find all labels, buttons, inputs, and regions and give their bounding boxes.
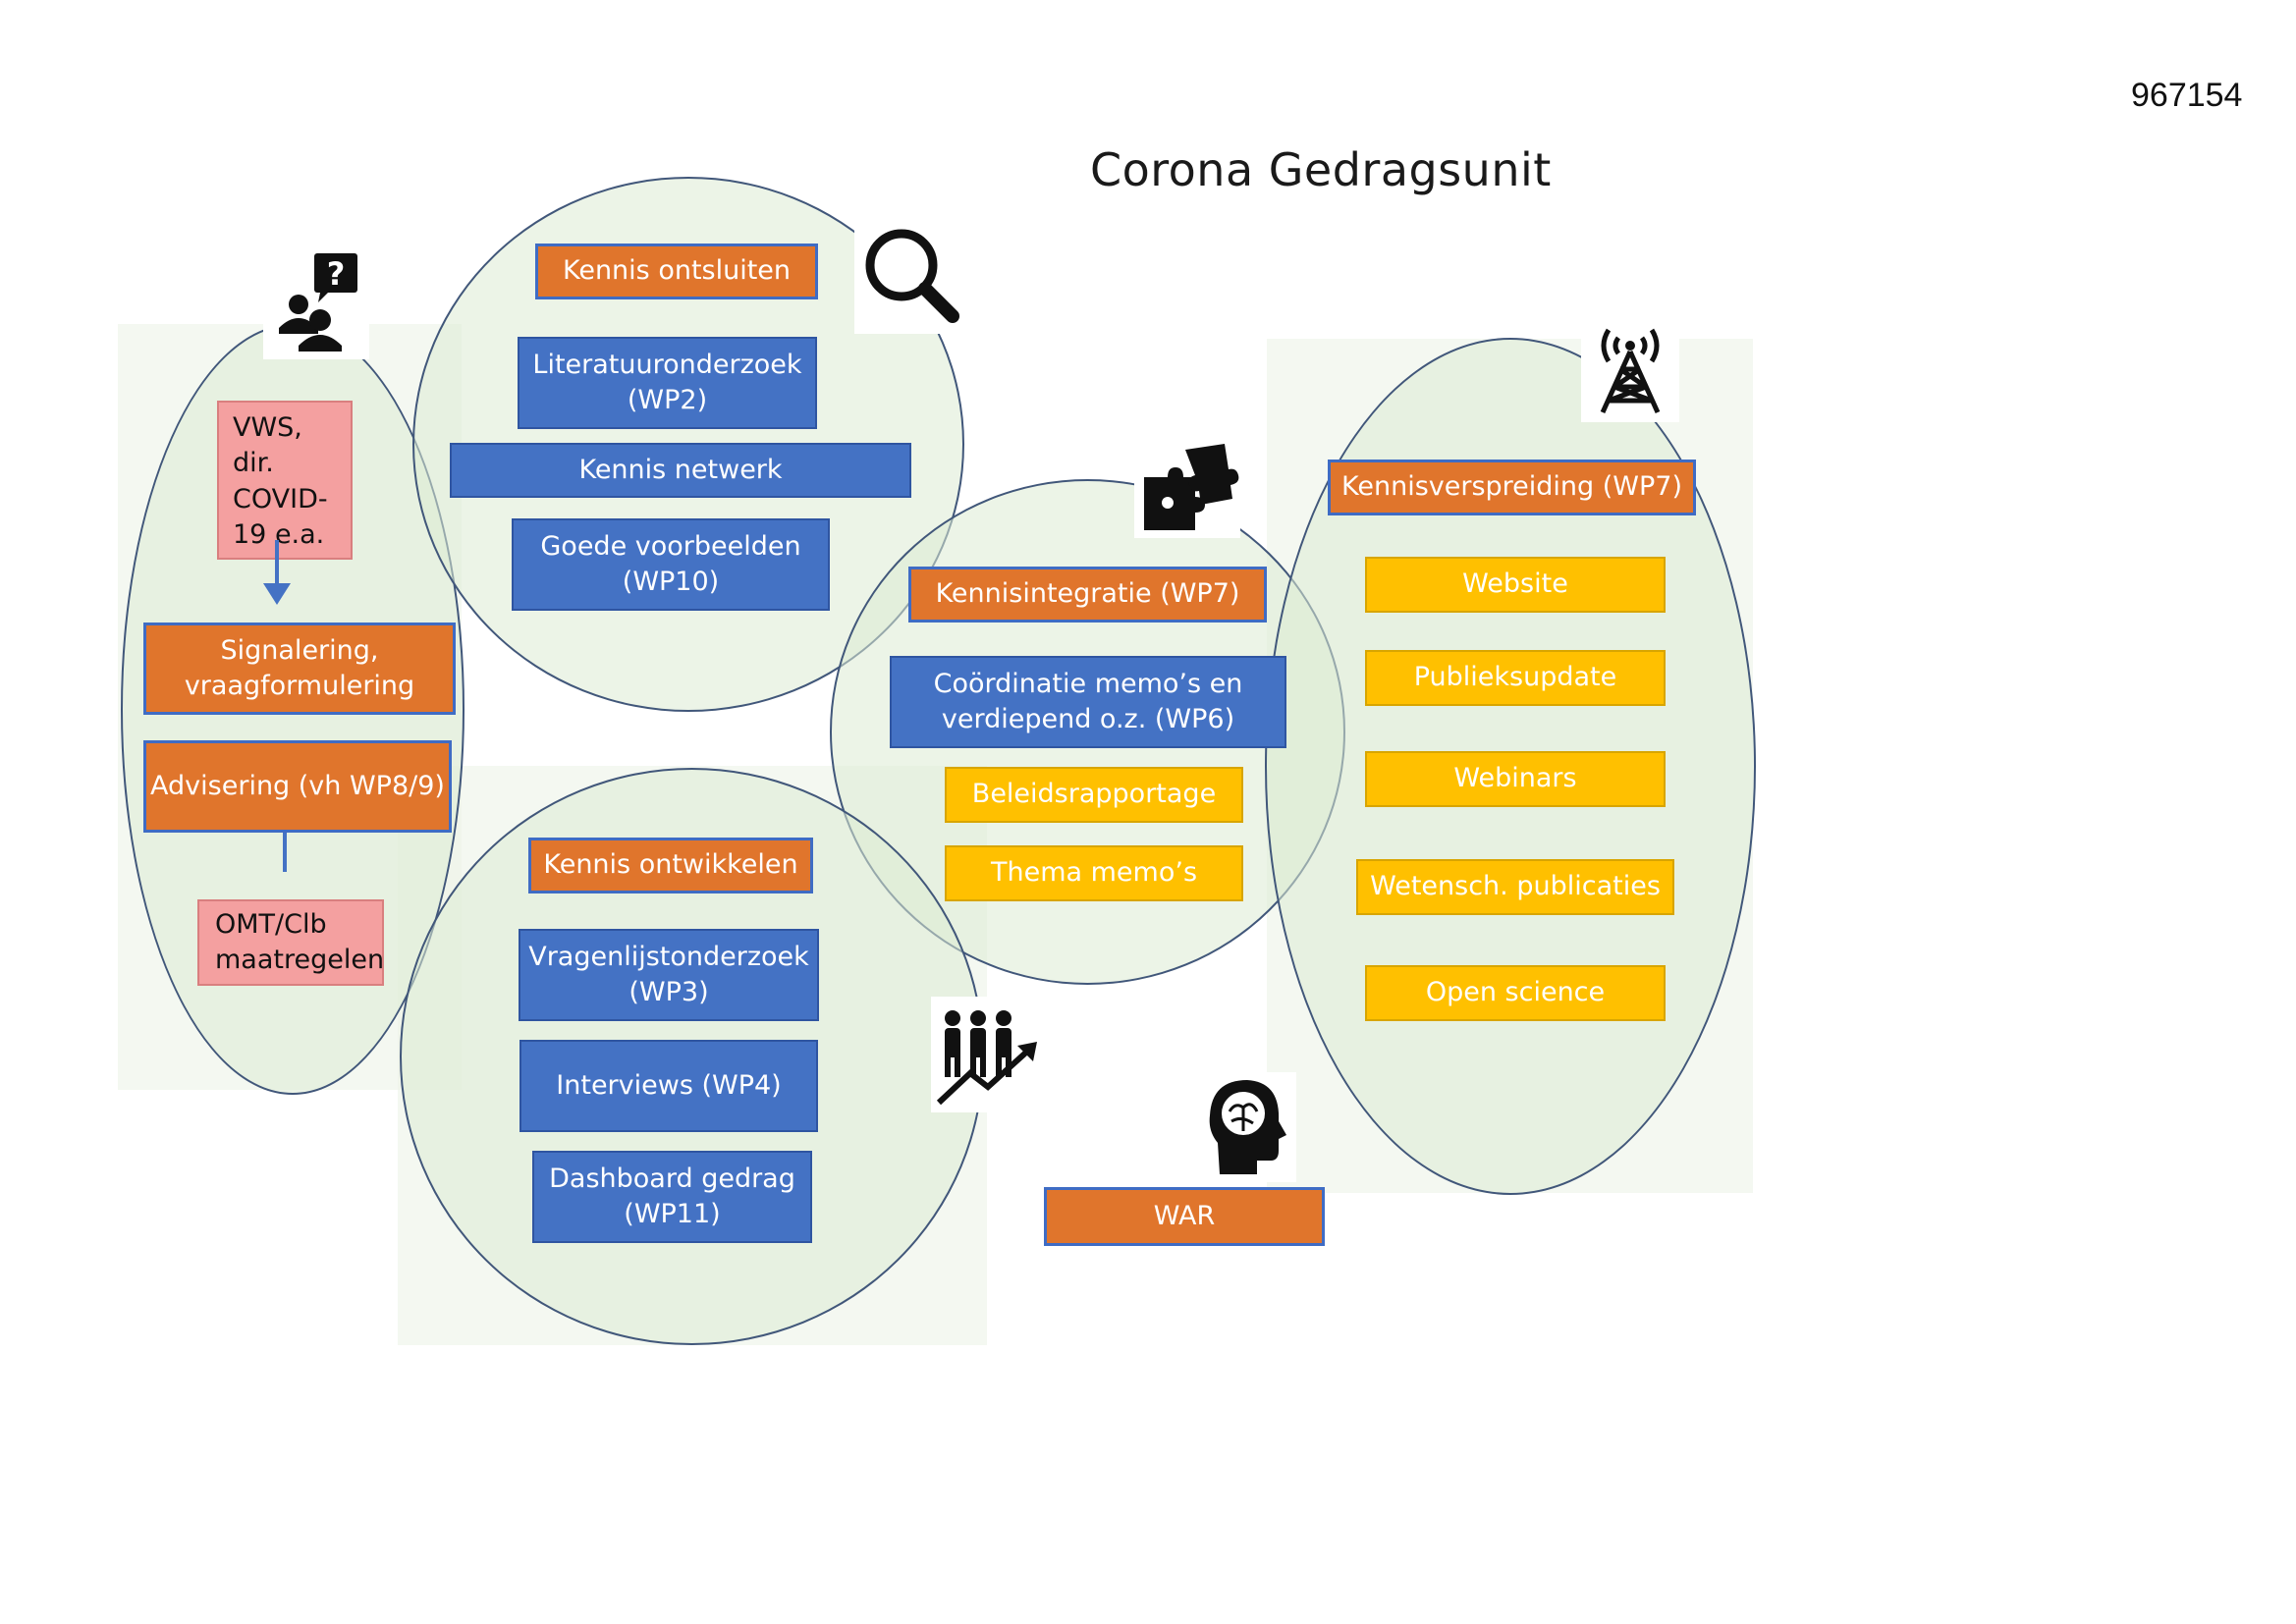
magnifier-icon: [854, 218, 962, 334]
literatuuronderzoek-box: Literatuuronderzoek (WP2): [518, 337, 817, 429]
signalering-label: Signalering, vraagformulering: [184, 634, 415, 701]
publieksupdate-label: Publieksupdate: [1413, 662, 1617, 693]
document-id: 967154: [2131, 77, 2243, 114]
vragenlijstonderzoek-label: Vragenlijstonderzoek (WP3): [528, 941, 809, 1007]
thema-memos-box: Thema memo’s: [945, 845, 1243, 901]
kennisverspreiding-label: Kennisverspreiding (WP7): [1341, 471, 1682, 503]
line-connector: [283, 833, 287, 872]
diagram-title: Corona Gedragsunit: [1090, 143, 1552, 196]
open-science-box: Open science: [1365, 965, 1666, 1021]
dashboard-gedrag-label: Dashboard gedrag (WP11): [549, 1163, 795, 1229]
puzzle-icon: [1134, 440, 1240, 538]
vragenlijstonderzoek-box: Vragenlijstonderzoek (WP3): [519, 929, 819, 1021]
war-box: WAR: [1044, 1187, 1325, 1246]
war-label: WAR: [1153, 1200, 1216, 1231]
beleidsrapportage-label: Beleidsrapportage: [971, 779, 1217, 810]
website-label: Website: [1462, 568, 1568, 600]
kennis-ontsluiten-header: Kennis ontsluiten: [535, 244, 818, 299]
kennisintegratie-header: Kennisintegratie (WP7): [908, 567, 1267, 623]
kennis-netwerk-box: Kennis netwerk: [450, 443, 911, 498]
interviews-box: Interviews (WP4): [519, 1040, 818, 1132]
arrow-down-connector: [263, 540, 291, 605]
kennis-ontsluiten-label: Kennis ontsluiten: [562, 255, 792, 287]
advisering-label: Advisering (vh WP8/9): [150, 770, 445, 801]
coordinatie-memos-box: Coördinatie memo’s en verdiepend o.z. (W…: [890, 656, 1286, 748]
people-question-icon: ?: [263, 244, 369, 359]
wetensch-publicaties-label: Wetensch. publicaties: [1370, 871, 1661, 902]
beleidsrapportage-box: Beleidsrapportage: [945, 767, 1243, 823]
brain-head-icon: [1198, 1072, 1296, 1182]
coordinatie-memos-label: Coördinatie memo’s en verdiepend o.z. (W…: [933, 668, 1243, 734]
kennis-ontwikkelen-label: Kennis ontwikkelen: [543, 849, 798, 881]
svg-text:?: ?: [327, 255, 346, 293]
advisering-box: Advisering (vh WP8/9): [143, 740, 452, 833]
wetensch-publicaties-box: Wetensch. publicaties: [1356, 859, 1674, 915]
goede-voorbeelden-box: Goede voorbeelden (WP10): [512, 518, 830, 611]
kennis-netwerk-label: Kennis netwerk: [578, 454, 783, 485]
goede-voorbeelden-label: Goede voorbeelden (WP10): [540, 530, 801, 597]
webinars-box: Webinars: [1365, 751, 1666, 807]
kennisintegratie-label: Kennisintegratie (WP7): [935, 578, 1240, 610]
signalering-box: Signalering, vraagformulering: [143, 623, 456, 715]
website-box: Website: [1365, 557, 1666, 613]
source-label: VWS, dir. COVID-19 e.a.: [233, 412, 328, 551]
kennis-ontwikkelen-header: Kennis ontwikkelen: [528, 838, 813, 893]
dashboard-gedrag-box: Dashboard gedrag (WP11): [532, 1151, 812, 1243]
omt-label: OMT/Clb maatregelen: [215, 909, 385, 976]
source-box-vws: VWS, dir. COVID-19 e.a.: [217, 401, 353, 560]
antenna-tower-icon: [1581, 310, 1679, 422]
literatuuronderzoek-label: Literatuuronderzoek (WP2): [532, 349, 802, 415]
webinars-label: Webinars: [1453, 763, 1577, 794]
kennisverspreiding-header: Kennisverspreiding (WP7): [1328, 460, 1696, 515]
thema-memos-label: Thema memo’s: [990, 857, 1198, 889]
interviews-label: Interviews (WP4): [556, 1069, 782, 1101]
people-growth-icon: [931, 997, 1047, 1112]
omt-box: OMT/Clb maatregelen: [197, 899, 384, 986]
publieksupdate-box: Publieksupdate: [1365, 650, 1666, 706]
open-science-label: Open science: [1425, 977, 1606, 1008]
